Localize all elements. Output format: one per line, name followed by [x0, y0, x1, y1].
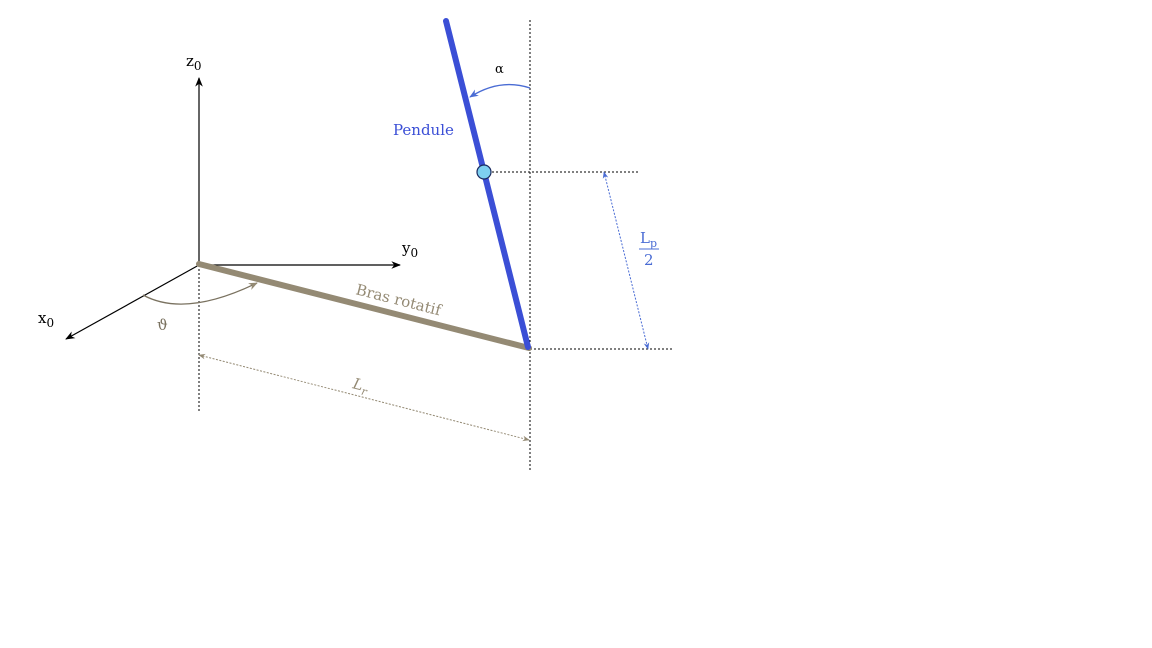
z-axis-label: z0: [186, 52, 202, 73]
theta-label: ϑ: [157, 316, 168, 334]
lp-half-denominator: 2: [644, 251, 654, 269]
x-axis-label: x0: [38, 309, 54, 330]
lr-dimension-line: [198, 353, 530, 442]
alpha-label: α: [495, 62, 504, 77]
lp-half-dimension-line: [602, 171, 650, 350]
pendulum-center-point: [476, 164, 492, 180]
x-axis: [65, 264, 200, 340]
lp-half-numerator: Lp: [640, 229, 657, 250]
theta-angle-arc: [142, 282, 258, 305]
alpha-angle-arc: [469, 83, 531, 98]
rotary-arm: [196, 261, 532, 351]
lr-label: Lr: [349, 374, 371, 399]
pendulum-rod: [443, 18, 531, 350]
pendulum-label: Pendule: [393, 121, 454, 139]
y-axis-label: y0: [401, 239, 418, 260]
